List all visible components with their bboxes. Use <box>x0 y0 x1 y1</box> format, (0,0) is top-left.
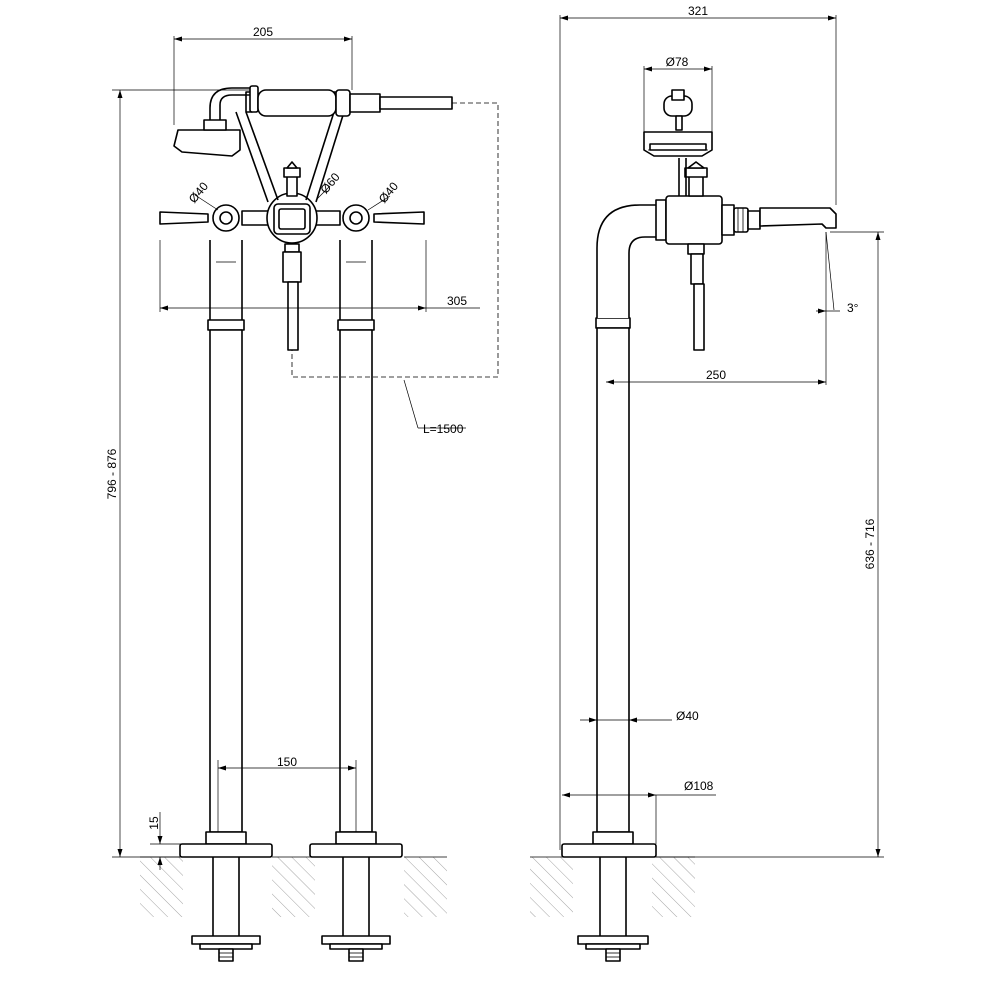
dim-hose-length: L=1500 <box>423 422 464 436</box>
right-leg <box>309 240 403 962</box>
dim-spout-angle: 3° <box>847 301 859 315</box>
mixer-body <box>159 161 425 351</box>
dim-total-height: 796 - 876 <box>105 448 119 499</box>
dim-spout-height: 636 - 716 <box>863 518 877 569</box>
dim-base-diameter: Ø108 <box>684 779 714 793</box>
side-bent-pipe <box>596 204 661 318</box>
side-valve-body <box>655 158 837 351</box>
dim-spout-reach: 250 <box>706 368 726 382</box>
dim-left-handle-diameter: Ø40 <box>186 179 212 206</box>
dim-total-depth: 321 <box>688 4 708 18</box>
front-dimensions <box>112 36 480 870</box>
side-dimensions <box>559 15 884 858</box>
dim-handles-width: 305 <box>447 294 467 308</box>
front-view: 205 Ø40 Ø60 Ø40 305 L=1500 796 - 876 150… <box>105 25 499 962</box>
dim-right-handle-diameter: Ø40 <box>376 179 402 206</box>
side-view: 321 Ø78 3° 250 636 - 716 Ø40 Ø108 <box>530 4 884 962</box>
dim-base-thickness: 15 <box>147 816 161 830</box>
floor-hatch-front <box>140 856 447 917</box>
front-dimension-labels: 205 Ø40 Ø60 Ø40 305 L=1500 796 - 876 150… <box>105 25 467 830</box>
dim-column-diameter: Ø40 <box>676 709 699 723</box>
handshower-front <box>173 85 453 203</box>
floor-hatch-side <box>530 856 695 917</box>
dim-leg-spacing: 150 <box>277 755 297 769</box>
dim-shower-head-diameter: Ø78 <box>666 55 689 69</box>
side-column <box>561 317 657 962</box>
side-shower-head <box>643 89 713 157</box>
hose-dashed-line <box>291 102 499 378</box>
dim-center-diameter: Ø60 <box>317 170 343 197</box>
side-dimension-labels: 321 Ø78 3° 250 636 - 716 Ø40 Ø108 <box>666 4 877 793</box>
left-leg <box>179 240 273 962</box>
dim-handshower-width: 205 <box>253 25 273 39</box>
